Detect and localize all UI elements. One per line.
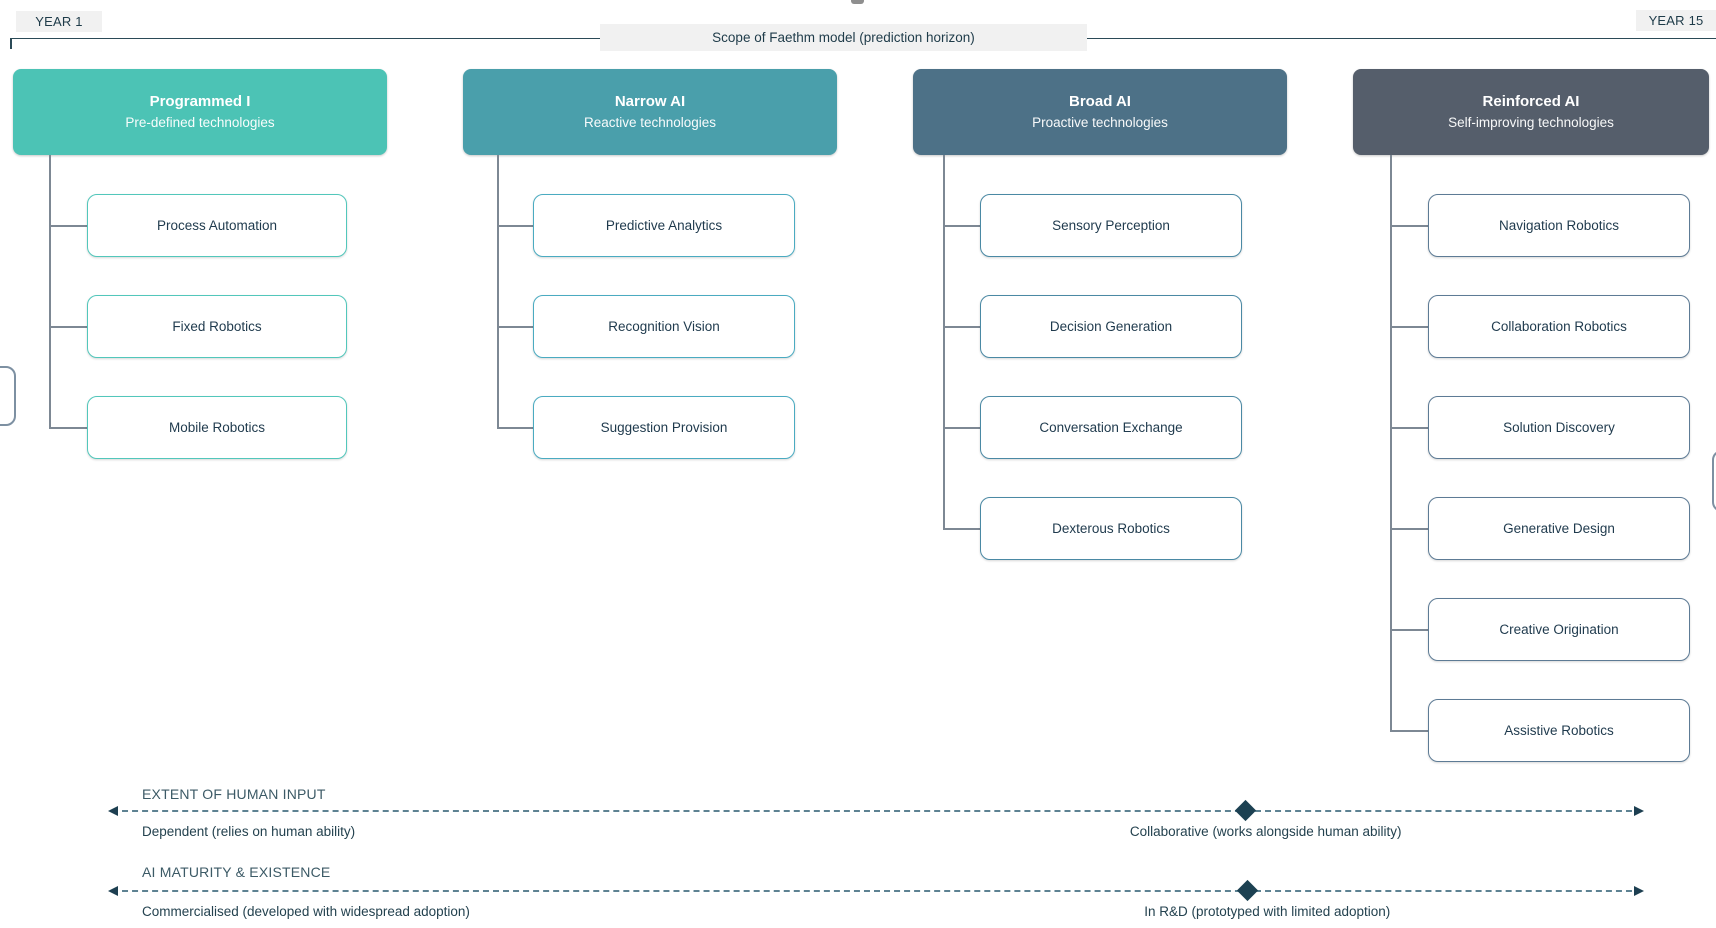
- connector-branch: [497, 326, 533, 328]
- axis-1-left-label: Dependent (relies on human ability): [142, 824, 356, 839]
- prediction-horizon-left-tick: [10, 38, 12, 49]
- item-creative-origination: Creative Origination: [1428, 598, 1690, 661]
- cropped-right-box-fragment: [1712, 450, 1716, 512]
- axis-2-left-label: Commercialised (developed with widesprea…: [142, 904, 470, 919]
- header-title: Broad AI: [1069, 93, 1131, 111]
- axis-2-left-arrow-icon: [108, 886, 118, 896]
- connector-branch: [1390, 225, 1428, 227]
- header-subtitle: Self-improving technologies: [1448, 115, 1614, 131]
- connector-branch: [1390, 629, 1428, 631]
- connector-branch: [1390, 427, 1428, 429]
- axis-1-title: EXTENT OF HUMAN INPUT: [142, 786, 326, 802]
- header-reinforced-ai: Reinforced AI Self-improving technologies: [1353, 69, 1709, 155]
- item-generative-design: Generative Design: [1428, 497, 1690, 560]
- item-navigation-robotics: Navigation Robotics: [1428, 194, 1690, 257]
- connector-branch: [943, 326, 980, 328]
- item-dexterous-robotics: Dexterous Robotics: [980, 497, 1242, 560]
- connector-branch: [943, 427, 980, 429]
- axis-2-title: AI MATURITY & EXISTENCE: [142, 864, 331, 880]
- connector-branch: [497, 225, 533, 227]
- item-recognition-vision: Recognition Vision: [533, 295, 795, 358]
- connector-branch: [497, 427, 533, 429]
- header-programmed-i: Programmed I Pre-defined technologies: [13, 69, 387, 155]
- header-subtitle: Proactive technologies: [1032, 115, 1168, 131]
- connector-branch: [943, 528, 980, 530]
- cropped-top-element: [851, 0, 864, 4]
- item-solution-discovery: Solution Discovery: [1428, 396, 1690, 459]
- item-sensory-perception: Sensory Perception: [980, 194, 1242, 257]
- item-conversation-exchange: Conversation Exchange: [980, 396, 1242, 459]
- axis-2-line: [112, 890, 1642, 892]
- axis-1-right-label: Collaborative (works alongside human abi…: [1129, 824, 1402, 839]
- connector-trunk: [1390, 155, 1392, 731]
- header-subtitle: Reactive technologies: [583, 115, 717, 131]
- connector-branch: [1390, 528, 1428, 530]
- connector-branch: [49, 427, 87, 429]
- header-title: Narrow AI: [614, 93, 686, 111]
- cropped-left-box-fragment: [0, 366, 16, 426]
- header-broad-ai: Broad AI Proactive technologies: [913, 69, 1287, 155]
- connector-branch: [1390, 326, 1428, 328]
- axis-1-left-arrow-icon: [108, 806, 118, 816]
- axis-1-marker-icon: [1235, 799, 1257, 822]
- axis-1-right-arrow-icon: [1634, 806, 1644, 816]
- axis-2-right-label: In R&D (prototyped with limited adoption…: [1144, 904, 1391, 919]
- axis-2-marker-icon: [1236, 879, 1258, 902]
- connector-branch: [49, 326, 87, 328]
- connector-trunk: [943, 155, 945, 529]
- connector-branch: [1390, 730, 1428, 732]
- connector-branch: [943, 225, 980, 227]
- item-mobile-robotics: Mobile Robotics: [87, 396, 347, 459]
- connector-trunk: [497, 155, 499, 428]
- item-assistive-robotics: Assistive Robotics: [1428, 699, 1690, 762]
- axis-1-line: [112, 810, 1642, 812]
- item-predictive-analytics: Predictive Analytics: [533, 194, 795, 257]
- item-fixed-robotics: Fixed Robotics: [87, 295, 347, 358]
- year-end-badge: YEAR 15: [1636, 10, 1716, 31]
- header-title: Reinforced AI: [1482, 93, 1580, 111]
- axis-2-right-arrow-icon: [1634, 886, 1644, 896]
- scope-label: Scope of Faethm model (prediction horizo…: [600, 24, 1087, 51]
- item-suggestion-provision: Suggestion Provision: [533, 396, 795, 459]
- item-decision-generation: Decision Generation: [980, 295, 1242, 358]
- item-collaboration-robotics: Collaboration Robotics: [1428, 295, 1690, 358]
- header-subtitle: Pre-defined technologies: [125, 115, 275, 131]
- year-start-badge: YEAR 1: [16, 11, 102, 32]
- header-title: Programmed I: [149, 93, 251, 111]
- item-process-automation: Process Automation: [87, 194, 347, 257]
- connector-trunk: [49, 155, 51, 428]
- header-narrow-ai: Narrow AI Reactive technologies: [463, 69, 837, 155]
- connector-branch: [49, 225, 87, 227]
